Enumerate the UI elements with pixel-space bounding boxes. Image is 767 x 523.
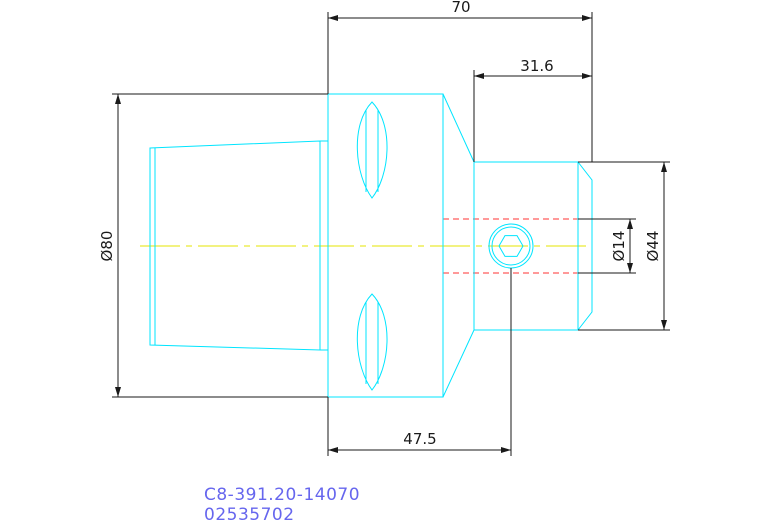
dim-diameter-shank: Ø44 [644, 231, 662, 262]
dim-body-to-hole: 47.5 [403, 430, 436, 448]
dim-diameter-body: Ø80 [98, 231, 116, 262]
part-outline [149, 93, 593, 398]
part-code: C8-391.20-14070 [204, 485, 360, 505]
dim-diameter-bore: Ø14 [610, 231, 628, 262]
hidden-bore-lines [443, 218, 578, 274]
dim-overall-length: 70 [451, 0, 470, 16]
dimension-lines [112, 12, 670, 456]
dim-shank-length: 31.6 [520, 57, 553, 75]
part-number: 02535702 [204, 505, 295, 523]
